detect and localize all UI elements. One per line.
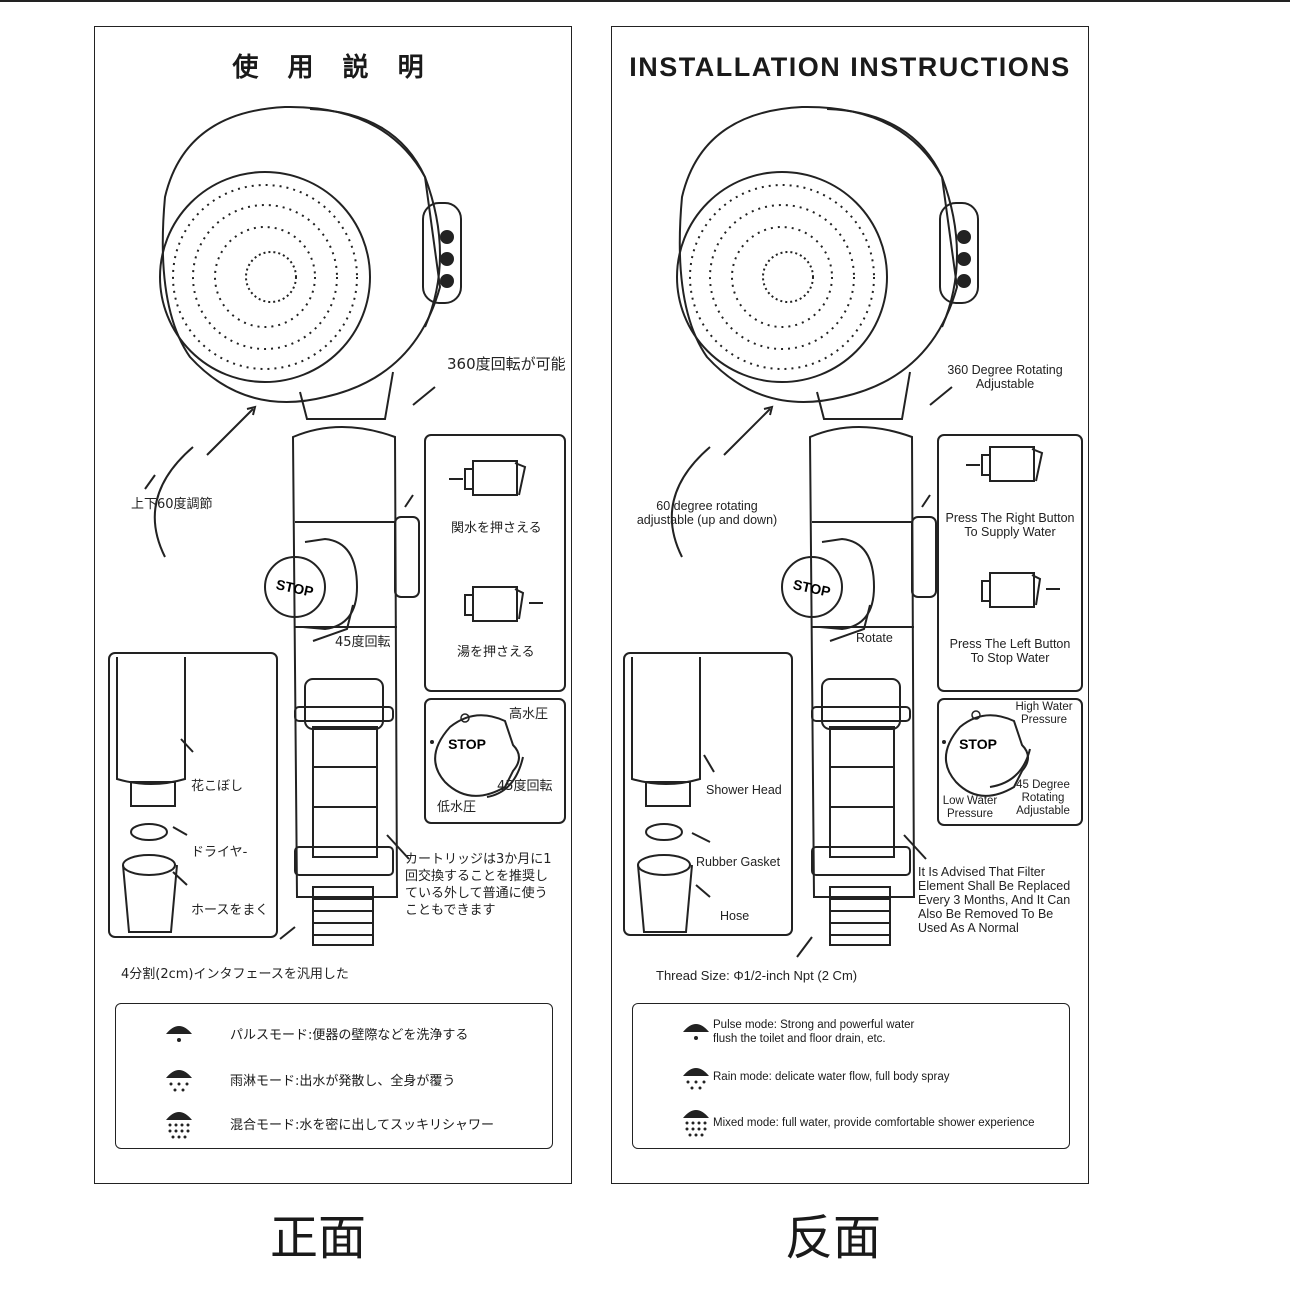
pulse-mode-icon [683,1024,709,1040]
stop-knob-text: STOP [792,576,832,600]
low-pressure-label: 低水圧 [437,800,477,815]
filter-note: カートリッジは3か月に1 回交換することを推奨し ている外して普通に使う ことも… [405,852,552,918]
mode-pulse: パルスモード:便器の壁際などを洗浄する [230,1028,469,1043]
caption-front: 正面 [270,1210,367,1266]
press-right-label: Press The Right Button To Supply Water [945,511,1075,539]
gasket-label: Rubber Gasket [696,855,781,869]
pulse-mode-icon [166,1026,192,1042]
thread-label: 4分割(2cm)インタフェースを汎用した [121,967,349,982]
hose-label: ホースをまく [191,903,269,918]
hose-label: Hose [720,909,750,923]
rotate-360-label: 360 Degree Rotating Adjustable [947,363,1063,391]
rotate45-label: 45度回転 [497,779,553,794]
spray-modes-box: Pulse mode: Strong and powerful water fl… [632,1003,1070,1149]
mode-pulse: Pulse mode: Strong and powerful water fl… [713,1019,915,1045]
shower-head-illustration: STOP STOP [623,105,1083,958]
filter-note: It Is Advised That Filter Element Shall … [918,865,1071,935]
panel-title: INSTALLATION INSTRUCTIONS [629,52,1071,82]
thread-label: Thread Size: Φ1/2-inch Npt (2 Cm) [656,968,858,983]
stop-rotate-label: 45度回転 [335,635,391,650]
mode-rain: 雨淋モード:出水が発散し、全身が覆う [230,1074,456,1089]
instructions-panel-english: INSTALLATION INSTRUCTIONS [611,26,1089,1184]
panel-title: 使 用 説 明 [232,53,434,83]
rain-mode-icon [166,1070,192,1092]
low-pressure-label: Low Water Pressure [942,795,998,820]
spray-modes-box: パルスモード:便器の壁際などを洗浄する 雨淋モード:出水が発散し、全身が覆う 混… [115,1003,553,1149]
caption-back: 反面 [785,1210,882,1266]
press-left-label: 湯を押さえる [457,645,535,660]
press-right-label: 関水を押さえる [451,521,542,536]
mode-mixed: 混合モード:水を密に出してスッキリシャワー [230,1118,494,1133]
stop-disc-text: STOP [448,736,486,752]
stop-rotate-label: Rotate [856,631,893,645]
press-left-label: Press The Left Button To Stop Water [949,637,1071,665]
high-pressure-label: 高水圧 [509,707,549,722]
mixed-mode-icon [166,1112,192,1139]
mode-mixed: Mixed mode: full water, provide comforta… [713,1117,1035,1129]
high-pressure-label: High Water Pressure [1015,701,1073,726]
tilt-60-label: 60 degree rotating adjustable (up and do… [636,499,778,527]
mixed-mode-icon [683,1110,709,1137]
shower-head-label: 花こぼし [191,779,244,794]
gasket-label: ドライヤ- [191,845,248,860]
tilt-60-label: 上下60度調節 [131,497,213,512]
rotate45-label: 45 Degree Rotating Adjustable [1016,779,1070,817]
stop-disc-text: STOP [959,736,997,752]
shower-head-label: Shower Head [706,783,782,797]
shower-head-illustration: STOP STOP [108,105,566,946]
stop-knob-text: STOP [275,576,315,600]
rain-mode-icon [683,1068,709,1090]
rotate-360-label: 360度回転が可能 [447,355,566,373]
mode-rain: Rain mode: delicate water flow, full bod… [713,1071,950,1083]
top-rule [0,0,1290,2]
instructions-panel-japanese: 使 用 説 明 [94,26,572,1184]
